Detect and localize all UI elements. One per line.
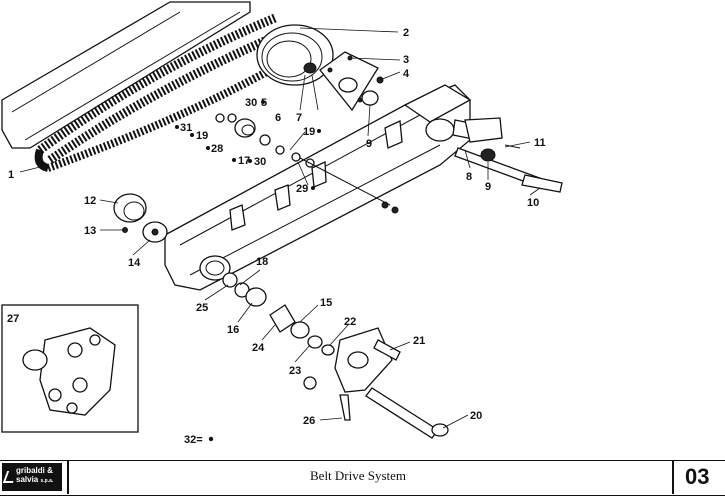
callout-29: 29 <box>296 183 308 195</box>
bullet-29 <box>311 186 315 190</box>
drawing-title: Belt Drive System <box>310 468 407 483</box>
callout-25: 25 <box>196 302 208 314</box>
callout-10: 10 <box>527 197 539 209</box>
callout-11: 11 <box>534 137 546 149</box>
bullet-19a <box>190 133 194 137</box>
inset-box <box>1 304 139 433</box>
callout-30a: 30 <box>245 97 257 109</box>
callout-16: 16 <box>227 324 239 336</box>
company-logo: gribaldi & salvia s.p.a. <box>2 463 62 491</box>
logo-line-2: salvia s.p.a. <box>16 475 54 484</box>
logo-line-1: gribaldi & <box>16 466 53 475</box>
callout-23: 23 <box>289 365 301 377</box>
callout-4: 4 <box>403 68 410 80</box>
v-belts <box>34 13 292 172</box>
main-frame-arm <box>164 84 472 291</box>
callout-2: 2 <box>403 27 409 39</box>
callout-17: 17 <box>238 155 250 167</box>
large-pulley <box>256 24 334 86</box>
callout-28: 28 <box>211 143 223 155</box>
callout-18: 18 <box>256 256 268 268</box>
callout-12: 12 <box>84 195 96 207</box>
bullet-19b <box>317 129 321 133</box>
bullet-28 <box>206 146 210 150</box>
callout-31: 31 <box>180 122 192 134</box>
callout-27: 27 <box>7 313 19 325</box>
pivot-bearing-group <box>222 272 449 439</box>
callout-30b: 30 <box>254 156 266 168</box>
title-block-footer: gribaldi & salvia s.p.a. Belt Drive Syst… <box>0 460 725 496</box>
callout-9b: 9 <box>485 181 491 193</box>
drive-shaft <box>425 117 563 193</box>
callout-1: 1 <box>8 169 14 181</box>
callout-20: 20 <box>470 410 482 422</box>
belt-housing <box>1 1 251 149</box>
bullet-markers <box>175 100 321 442</box>
callout-15: 15 <box>320 297 332 309</box>
bullet-30a <box>261 100 265 104</box>
callout-13: 13 <box>84 225 96 237</box>
callout-26: 26 <box>303 415 315 427</box>
callout-7: 7 <box>296 112 302 124</box>
bearing-flange <box>319 51 379 112</box>
logo-divider <box>67 461 69 494</box>
page-divider <box>672 461 674 494</box>
callout-8: 8 <box>466 171 472 183</box>
callout-22: 22 <box>344 316 356 328</box>
callout-21: 21 <box>413 335 425 347</box>
callout-24: 24 <box>252 342 265 354</box>
callout-3: 3 <box>403 54 409 66</box>
bullet-31 <box>175 125 179 129</box>
callout-19a: 19 <box>196 130 208 142</box>
bullet-legend <box>208 436 214 442</box>
legend-32-label: 32= <box>184 434 203 446</box>
callout-14: 14 <box>128 257 141 269</box>
small-pulley <box>113 193 168 243</box>
page-number: 03 <box>685 464 710 489</box>
bullet-30b <box>248 159 252 163</box>
callout-19b: 19 <box>303 126 315 138</box>
leader-lines <box>19 27 541 429</box>
callout-9a: 9 <box>366 138 372 150</box>
bullet-17 <box>232 158 236 162</box>
callout-6: 6 <box>275 112 281 124</box>
spacers-bearings <box>215 76 399 214</box>
